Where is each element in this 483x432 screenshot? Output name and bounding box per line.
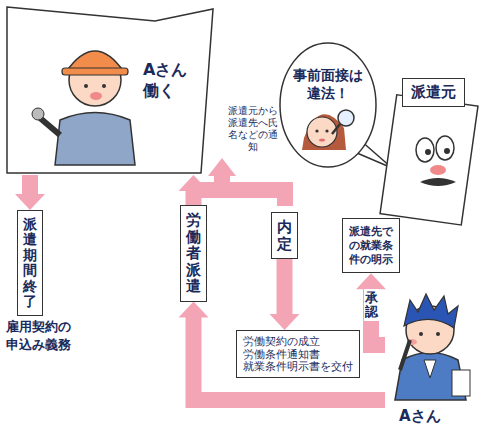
worker-figure: [32, 51, 135, 165]
node-text: 就業条件明示書を交付: [243, 360, 353, 373]
edge-label: 承認: [364, 289, 379, 322]
speech-bubble: [280, 43, 392, 168]
arrow-head: [179, 302, 209, 318]
flow-arrow: [179, 175, 209, 205]
flow-band: [22, 175, 38, 195]
arrow-head: [15, 194, 45, 210]
arrow-head: [208, 158, 236, 176]
speech-text: 事前面接は違法！: [283, 66, 373, 102]
node-text: Aさん: [399, 407, 441, 426]
agency-character: [380, 95, 478, 225]
node-text: 労働契約の成立: [243, 335, 353, 348]
stage-box: 派遣期間終了: [17, 210, 43, 316]
person-node: Aさん: [385, 285, 478, 428]
flow-band: [194, 317, 386, 401]
node-text: 労働者派遣: [186, 212, 201, 295]
conditions-paper: 派遣先での就業条件の明示: [342, 218, 400, 273]
flow-band: [186, 190, 202, 205]
stage-box: 内定: [271, 212, 298, 259]
arrow-head: [270, 314, 300, 330]
flow-band: [195, 190, 285, 206]
person-figure: [395, 294, 470, 400]
node-text: 事前面接は違法！: [291, 66, 365, 102]
node-text: Aさん 働く: [143, 60, 197, 102]
note-label: 派遣元から派遣先へ氏名などの通知: [228, 105, 278, 153]
flow-band: [277, 259, 293, 315]
node-text: 派遣期間終了: [23, 217, 37, 309]
arrow-head: [179, 175, 209, 191]
flow-band: [214, 176, 230, 198]
flow-arrow: [270, 259, 300, 330]
arrow-head: [356, 273, 386, 289]
stage-box: 労働者派遣: [180, 205, 207, 302]
node-text: 内定: [277, 219, 292, 252]
flow-arrow: [15, 175, 45, 210]
panel-outline: [7, 7, 213, 173]
contract-box: 労働契約の成立労働条件通知書就業条件明示書を交付: [236, 330, 360, 378]
flow-arrow: [356, 273, 386, 345]
agency-box: 派遣元: [402, 78, 465, 107]
flow-arrow: [179, 302, 386, 401]
note-label: 雇用契約の申込み義務: [6, 318, 79, 353]
work-panel: Aさん 働く: [5, 5, 215, 175]
node-text: 労働条件通知書: [243, 348, 353, 361]
node-text: 派遣先での就業条件の明示: [349, 225, 393, 266]
node-text: 派遣元: [411, 83, 456, 102]
panel-outline: [5, 5, 215, 175]
